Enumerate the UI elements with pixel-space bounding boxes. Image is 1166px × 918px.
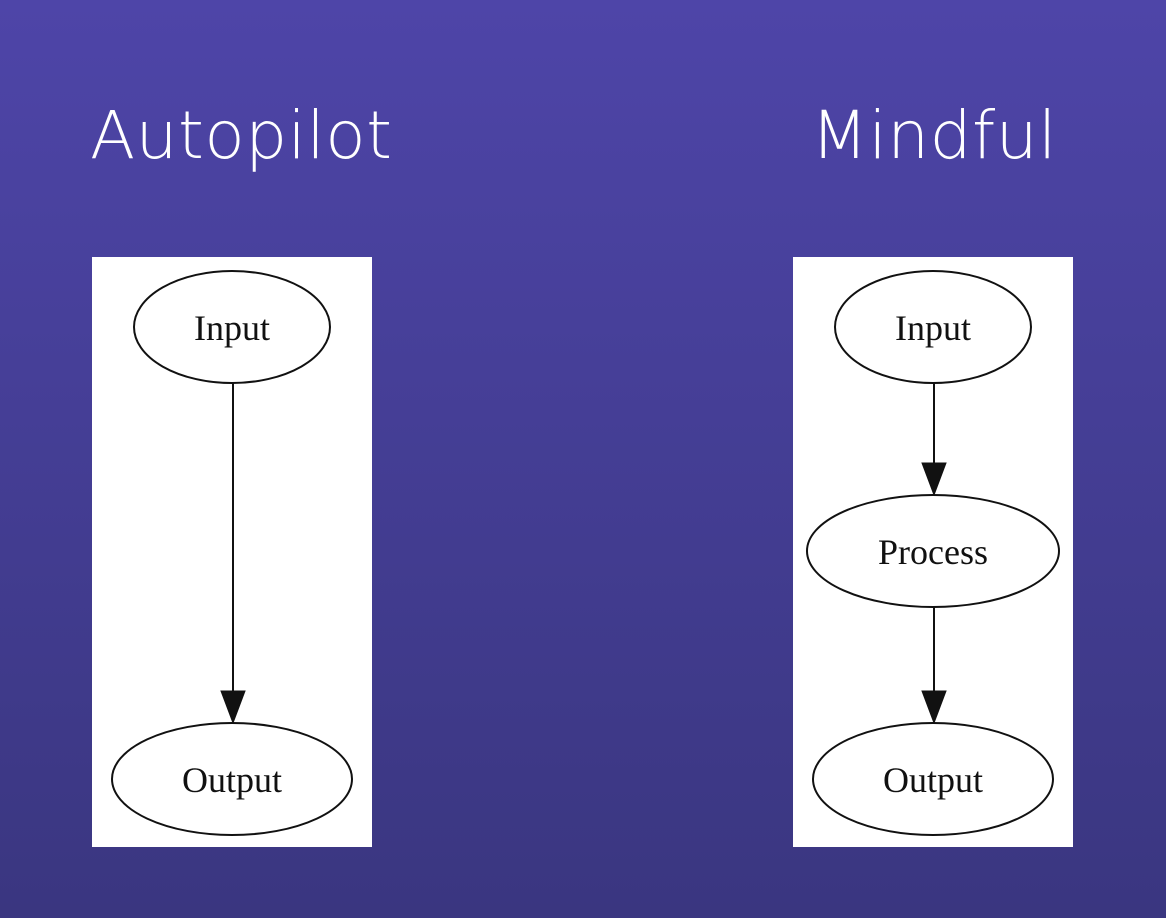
mindful-node-input-label: Input — [895, 308, 971, 348]
mindful-edge-input-process — [921, 383, 947, 497]
arrowhead-icon — [220, 690, 246, 725]
mindful-node-process: Process — [806, 494, 1060, 608]
arrowhead-icon — [921, 462, 947, 497]
mindful-node-output-label: Output — [883, 760, 983, 800]
mindful-diagram: Input Process Output — [793, 257, 1073, 847]
mindful-node-output: Output — [812, 722, 1054, 836]
autopilot-node-input: Input — [133, 270, 331, 384]
mindful-node-process-label: Process — [878, 532, 988, 572]
autopilot-flowchart: Input Output — [111, 270, 353, 836]
autopilot-node-output: Output — [111, 722, 353, 836]
autopilot-node-input-label: Input — [194, 308, 270, 348]
autopilot-title: Autopilot — [90, 97, 393, 174]
autopilot-diagram: Input Output — [92, 257, 372, 847]
mindful-flowchart: Input Process Output — [806, 270, 1060, 836]
mindful-title: Mindful — [811, 97, 1057, 174]
mindful-edge-process-output — [921, 607, 947, 725]
mindful-node-input: Input — [834, 270, 1032, 384]
autopilot-node-output-label: Output — [182, 760, 282, 800]
autopilot-edge-input-output — [220, 383, 246, 725]
arrowhead-icon — [921, 690, 947, 725]
